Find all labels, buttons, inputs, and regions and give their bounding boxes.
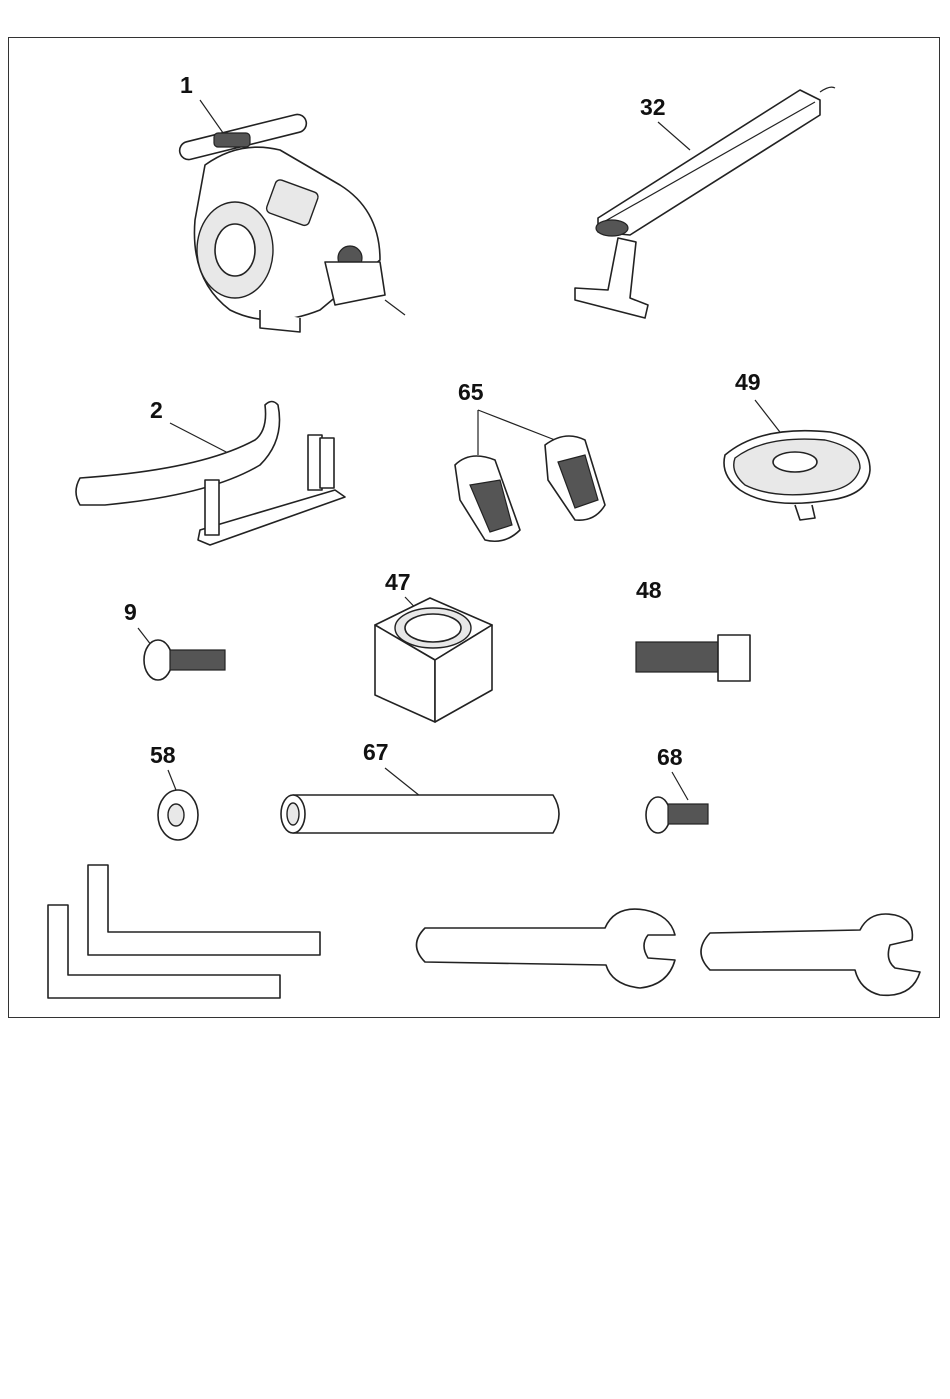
label-part-2: 2 — [150, 397, 163, 423]
part-67-tube: 67 — [281, 739, 559, 833]
part-48-socket-bolt: 48 — [636, 577, 750, 681]
part-2-front-stabilizer: 2 — [76, 397, 345, 545]
part-47-cube-spacer: 47 — [375, 569, 492, 722]
label-part-32: 32 — [640, 94, 666, 120]
part-9-bolt: 9 — [124, 599, 225, 680]
part-1-main-frame: 1 — [178, 72, 405, 332]
label-part-9: 9 — [124, 599, 137, 625]
label-part-48: 48 — [636, 577, 662, 603]
part-65-pedals: 65 — [455, 379, 605, 541]
label-part-58: 58 — [150, 742, 176, 768]
label-part-65: 65 — [458, 379, 484, 405]
part-49-seat: 49 — [724, 369, 870, 520]
label-part-49: 49 — [735, 369, 761, 395]
part-32-rail: 32 — [575, 87, 835, 318]
label-part-67: 67 — [363, 739, 389, 765]
label-part-1: 1 — [180, 72, 193, 98]
part-58-washer: 58 — [150, 742, 198, 840]
wrench-tools — [417, 909, 921, 995]
label-part-47: 47 — [385, 569, 411, 595]
part-68-bolt: 68 — [646, 744, 708, 833]
hex-key-tools — [48, 865, 320, 998]
label-part-68: 68 — [657, 744, 683, 770]
